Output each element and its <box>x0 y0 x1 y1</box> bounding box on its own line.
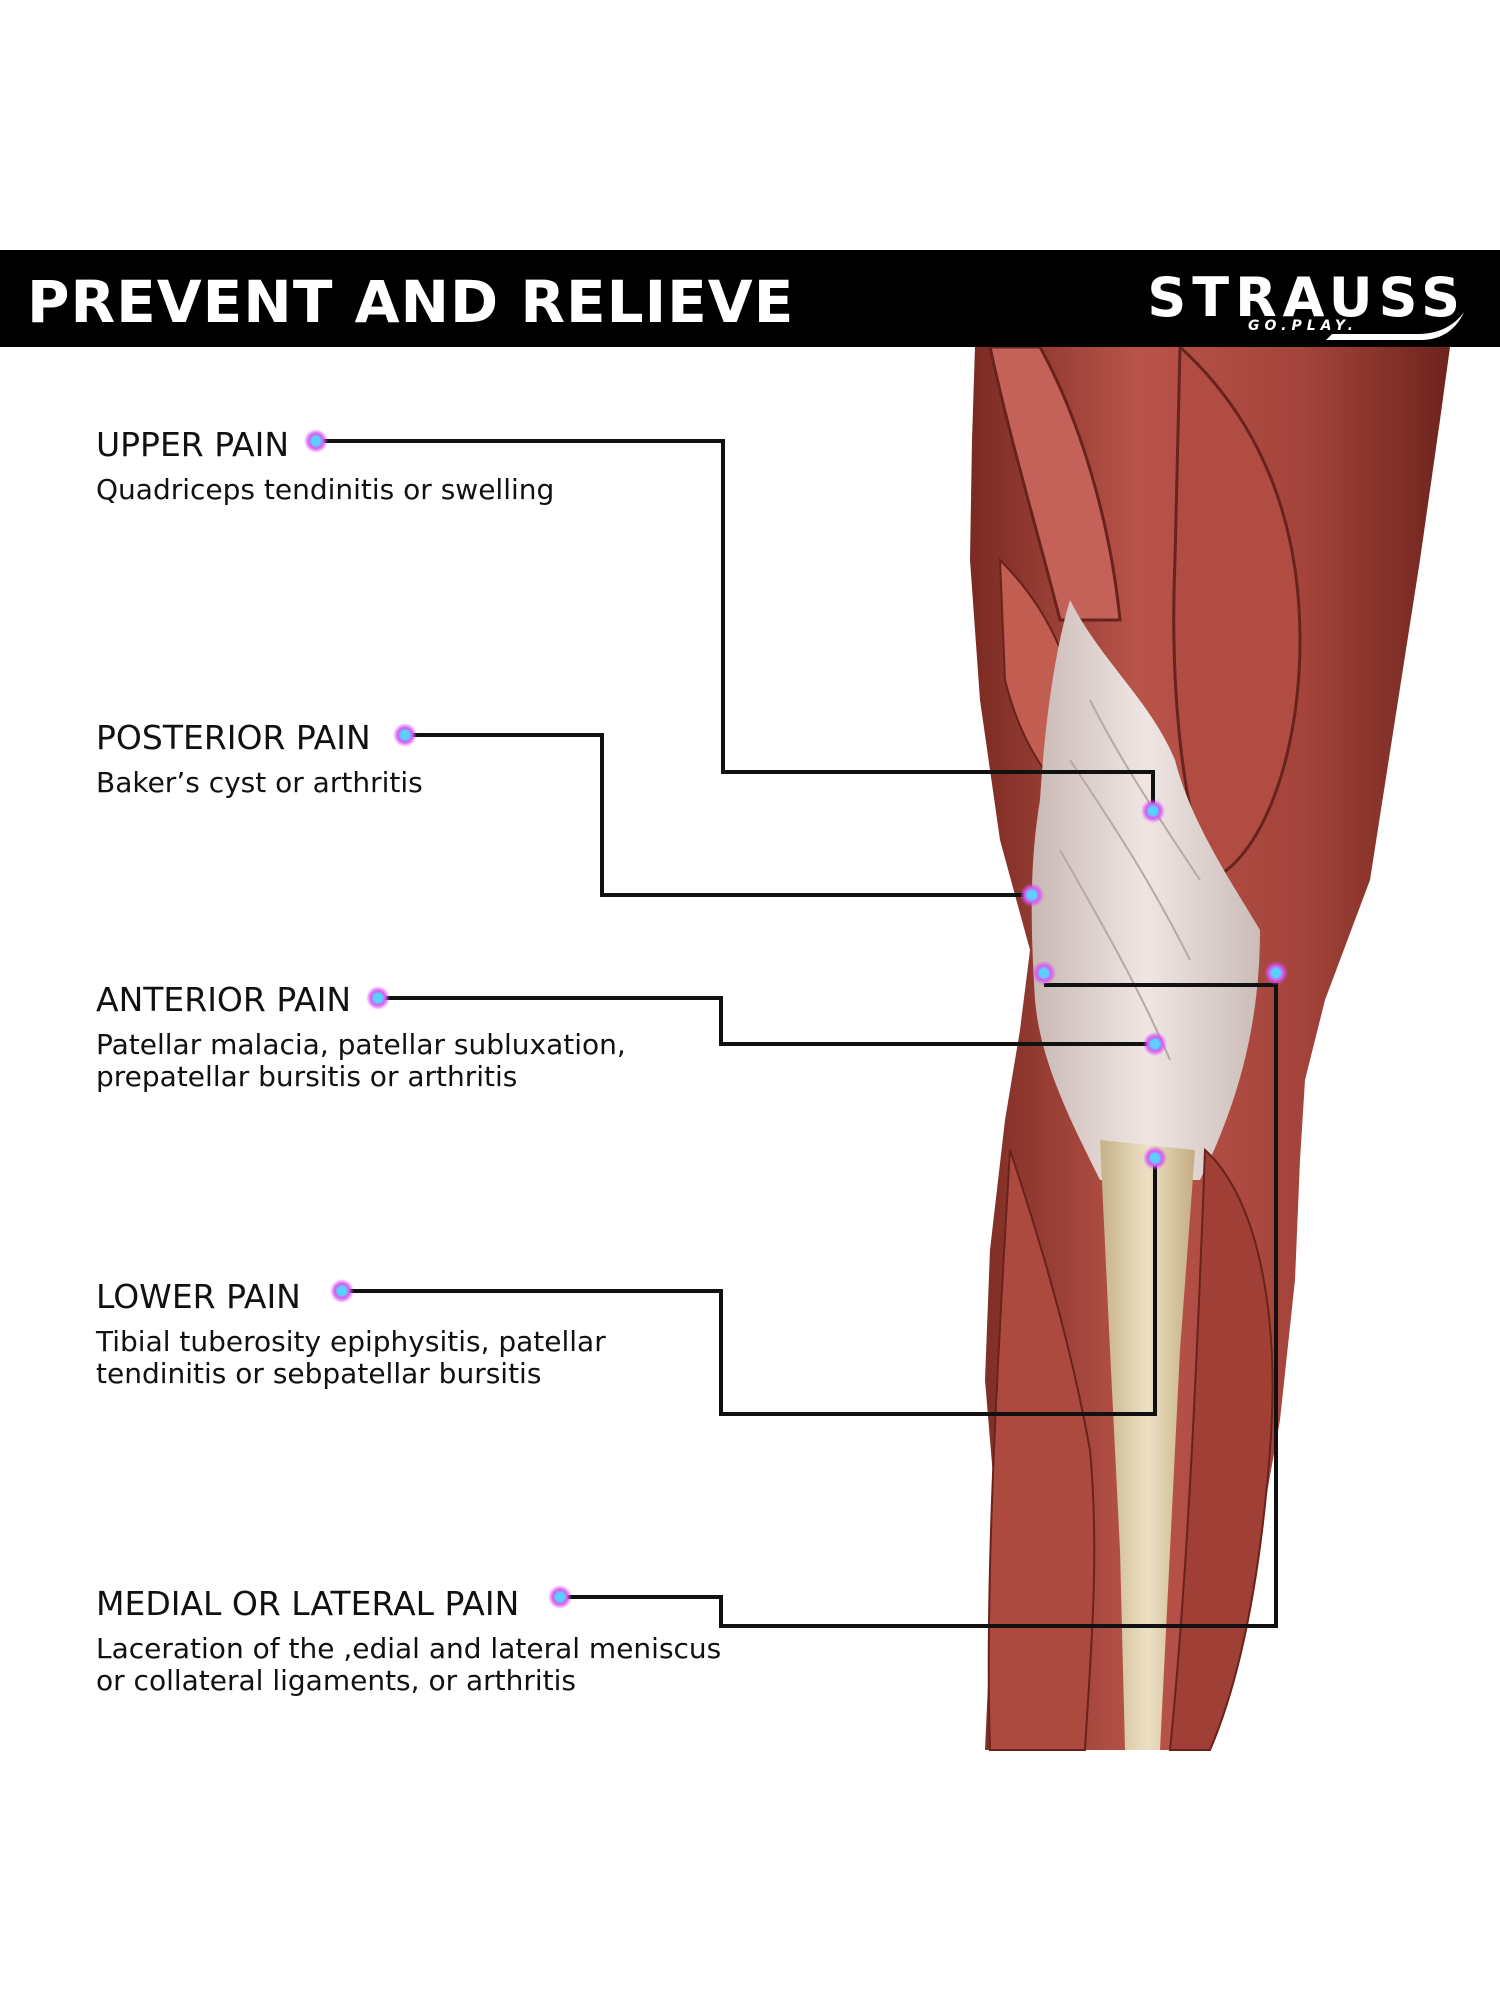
upper-pain-line <box>316 439 1155 811</box>
rectus-femoris-muscle <box>988 345 1122 622</box>
patellar-tendon-region <box>1031 600 1260 1180</box>
brand-name: STRAUSS <box>1147 266 1466 329</box>
medial-lateral-pain-marker-left <box>548 1585 572 1609</box>
anterior-pain-line <box>378 996 1155 1046</box>
leader-lines <box>316 439 1278 1628</box>
posterior-pain-line <box>405 733 1032 897</box>
callout-description: Quadriceps tendinitis or swelling <box>96 473 555 506</box>
callout-description: Tibial tuberosity epiphysitis, patellar … <box>96 1325 606 1390</box>
page-title: PREVENT AND RELIEVE <box>27 268 795 336</box>
tibialis-muscle <box>987 1149 1096 1751</box>
callout-description: Patellar malacia, patellar subluxation, … <box>96 1028 626 1093</box>
lower-pain-marker-left <box>330 1279 354 1303</box>
medial-pain-marker <box>1032 961 1056 985</box>
lateral-pain-marker <box>1264 961 1288 985</box>
callout-title: MEDIAL OR LATERAL PAIN <box>96 1584 520 1623</box>
callout-title: ANTERIOR PAIN <box>96 980 352 1019</box>
callout-description: Laceration of the ,edial and lateral men… <box>96 1632 722 1697</box>
callout-description: Baker’s cyst or arthritis <box>96 766 423 799</box>
lower-pain-marker-right <box>1143 1146 1167 1170</box>
callout-medial-lateral-pain: MEDIAL OR LATERAL PAIN Laceration of the… <box>96 1584 721 1697</box>
vastus-lateralis-muscle <box>1172 343 1302 882</box>
header-banner: PREVENT AND RELIEVE STRAUSS GO.PLAY. <box>0 250 1500 347</box>
callout-title: LOWER PAIN <box>96 1277 301 1316</box>
posterior-pain-marker-right <box>1020 883 1044 907</box>
brand-logo: STRAUSS GO.PLAY. <box>1066 266 1466 340</box>
brand-tagline: GO.PLAY. <box>1248 318 1358 334</box>
callout-anterior-pain: ANTERIOR PAIN Patellar malacia, patellar… <box>96 980 626 1093</box>
medial-lateral-pain-line <box>560 983 1278 1628</box>
posterior-pain-marker-left <box>393 723 417 747</box>
anterior-pain-marker-left <box>366 986 390 1010</box>
callout-posterior-pain: POSTERIOR PAIN Baker’s cyst or arthritis <box>96 718 423 799</box>
callout-title: POSTERIOR PAIN <box>96 718 371 757</box>
anterior-pain-marker-right <box>1143 1032 1167 1056</box>
tibia-bone <box>1100 1140 1195 1750</box>
callout-title: UPPER PAIN <box>96 425 290 464</box>
logo-swoosh-icon <box>1326 312 1464 340</box>
upper-pain-marker-right <box>1141 799 1165 823</box>
lower-pain-line <box>342 1158 1157 1416</box>
upper-pain-marker-left <box>304 429 328 453</box>
callout-lower-pain: LOWER PAIN Tibial tuberosity epiphysitis… <box>96 1277 606 1390</box>
callout-upper-pain: UPPER PAIN Quadriceps tendinitis or swel… <box>96 425 554 506</box>
calf-muscle <box>1168 1147 1274 1751</box>
pain-markers <box>304 429 1288 1609</box>
